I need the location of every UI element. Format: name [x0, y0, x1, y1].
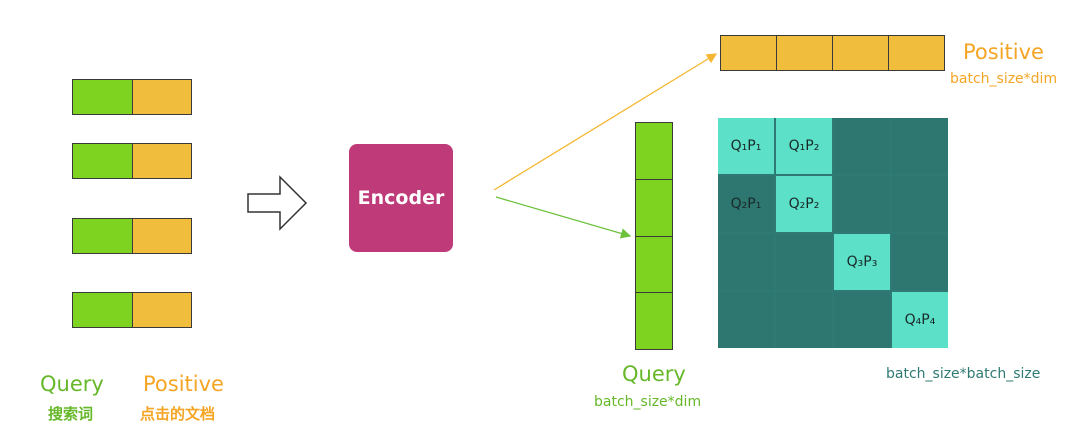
query-block — [73, 293, 133, 327]
matrix-cell — [776, 234, 832, 290]
arrow-to-positive — [493, 53, 718, 191]
query-block — [73, 80, 133, 114]
query-title: Query — [40, 372, 104, 396]
matrix-cell — [834, 118, 890, 174]
input-pair-3 — [72, 218, 192, 254]
positive-output-title: Positive — [963, 40, 1044, 64]
query-embedding-column — [635, 122, 673, 350]
input-pair-1 — [72, 79, 192, 115]
embedding-cell — [833, 36, 889, 70]
query-block — [73, 144, 133, 178]
matrix-cell: Q₁P₁ — [718, 118, 774, 174]
positive-block — [133, 80, 191, 114]
matrix-cell: Q₂P₂ — [776, 176, 832, 232]
arrow-to-query — [495, 196, 632, 239]
embedding-cell — [889, 36, 944, 70]
query-block — [73, 219, 133, 253]
embedding-cell — [636, 293, 672, 349]
input-pair-4 — [72, 292, 192, 328]
query-output-title: Query — [622, 362, 686, 386]
matrix-cell: Q₃P₃ — [834, 234, 890, 290]
embedding-cell — [777, 36, 833, 70]
matrix-cell: Q₂P₁ — [718, 176, 774, 232]
matrix-cell — [892, 118, 948, 174]
encoder-label: Encoder — [357, 187, 445, 209]
matrix-cell — [718, 234, 774, 290]
input-pair-2 — [72, 143, 192, 179]
matrix-cell — [718, 292, 774, 348]
matrix-cell — [892, 176, 948, 232]
encoder-box: Encoder — [349, 144, 453, 252]
query-output-dim: batch_size*dim — [594, 394, 702, 410]
positive-block — [133, 293, 191, 327]
positive-embedding-bar — [720, 35, 945, 71]
positive-block — [133, 144, 191, 178]
matrix-cell — [834, 292, 890, 348]
positive-block — [133, 219, 191, 253]
embedding-cell — [636, 236, 672, 294]
embedding-cell — [636, 179, 672, 237]
positive-subtitle: 点击的文档 — [140, 405, 216, 423]
matrix-cell: Q₄P₄ — [892, 292, 948, 348]
right-arrow-icon — [247, 175, 308, 231]
matrix-cell — [834, 176, 890, 232]
positive-title: Positive — [143, 372, 224, 396]
embedding-cell — [721, 36, 777, 70]
matrix-cell — [776, 292, 832, 348]
query-subtitle: 搜索词 — [48, 405, 94, 423]
embedding-cell — [636, 123, 672, 180]
matrix-caption: batch_size*batch_size — [886, 366, 1041, 382]
matrix-cell — [892, 234, 948, 290]
positive-output-dim: batch_size*dim — [950, 71, 1058, 87]
matrix-cell: Q₁P₂ — [776, 118, 832, 174]
